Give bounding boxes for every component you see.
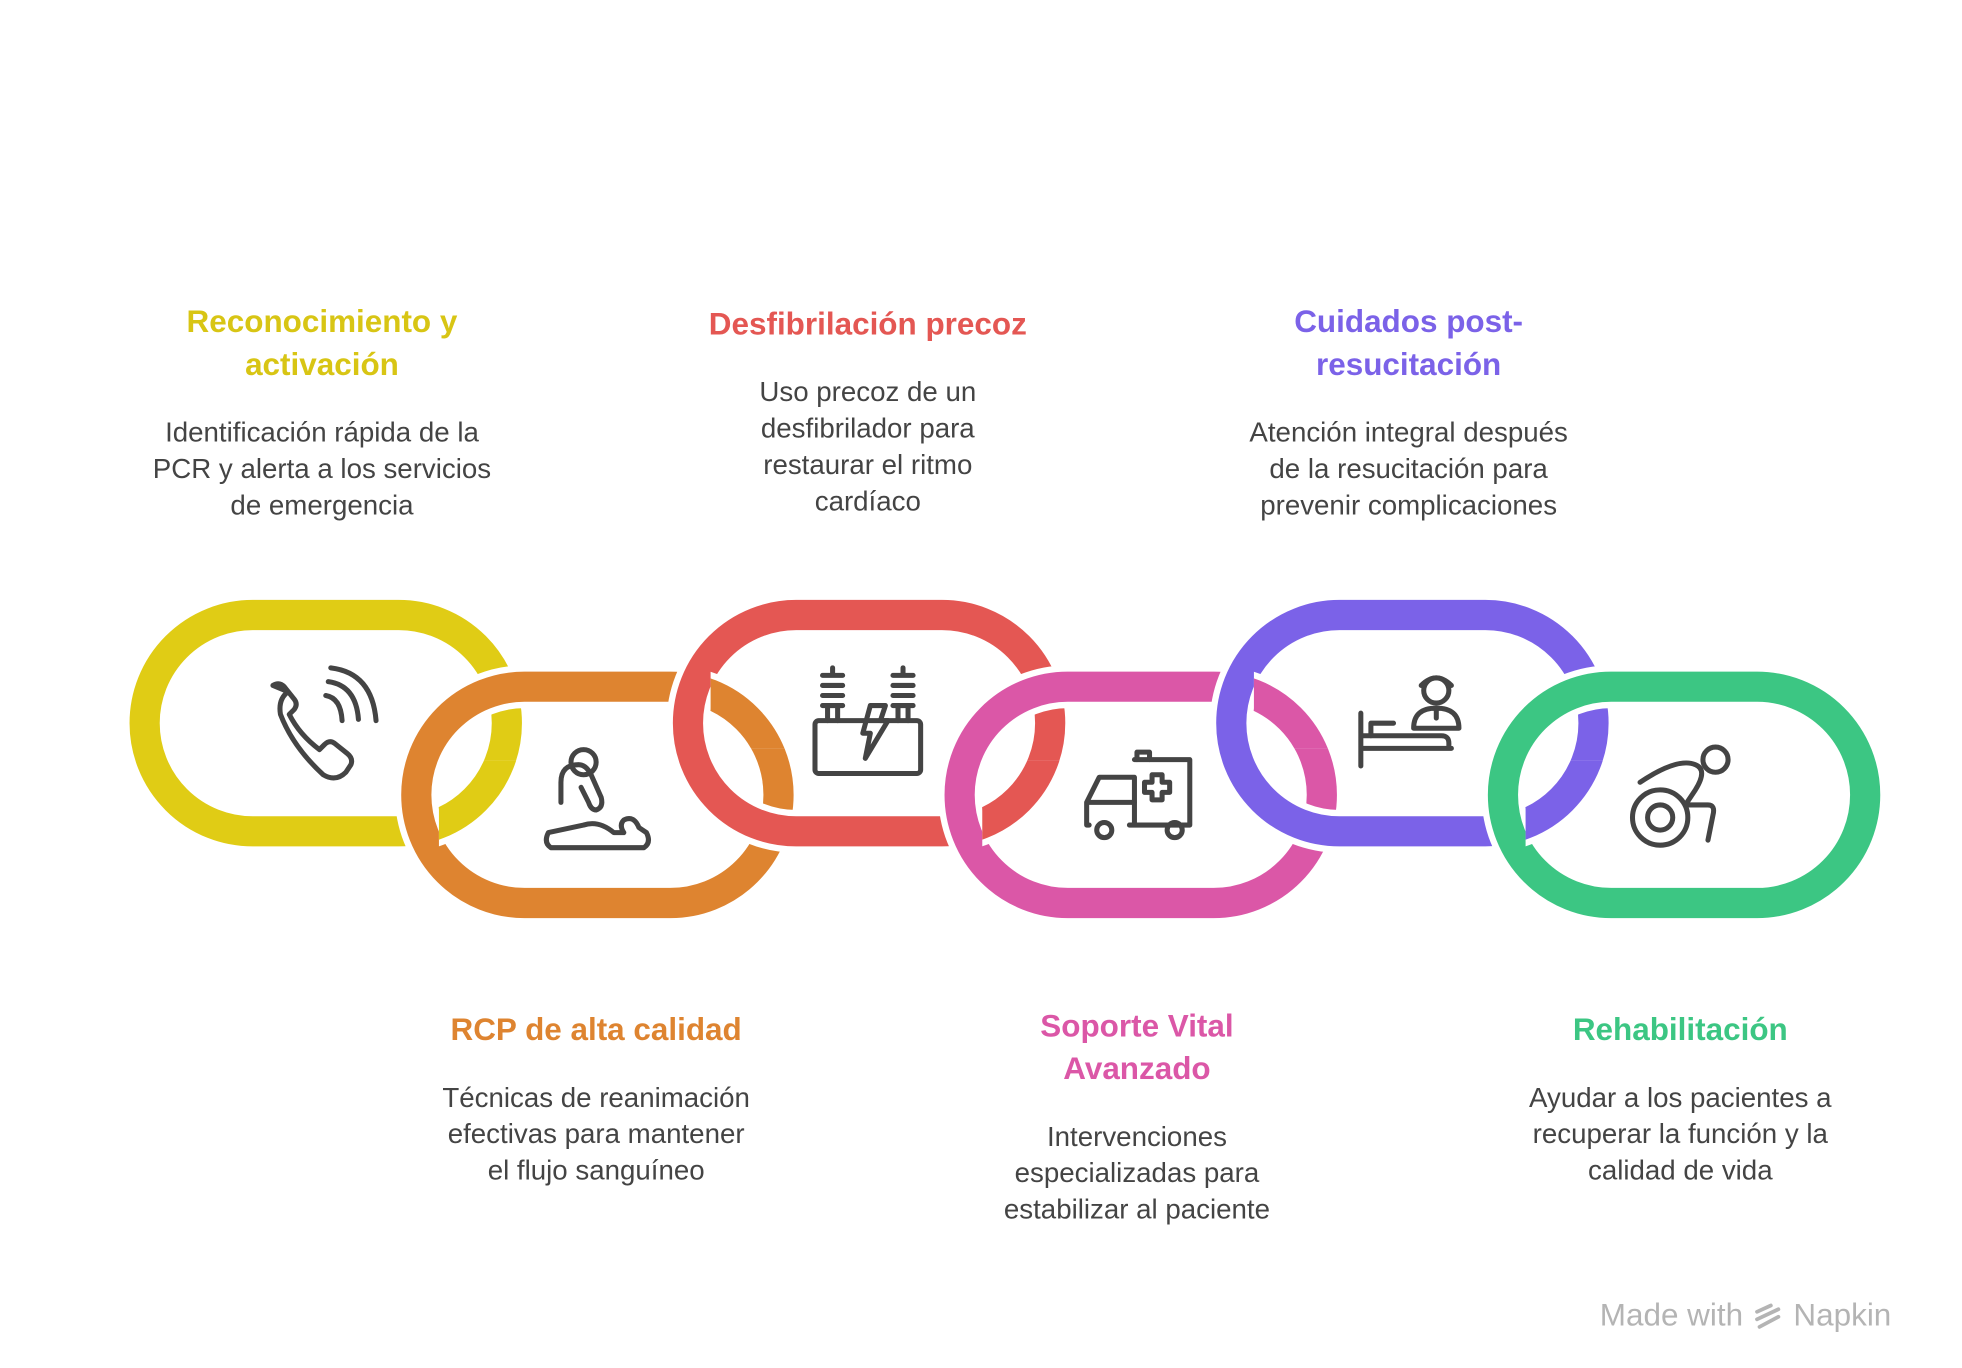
desc-line: Atención integral después bbox=[1249, 416, 1568, 448]
step-description: Atención integral después de la resucitac… bbox=[1195, 414, 1623, 523]
desc-line: calidad de vida bbox=[1587, 1154, 1773, 1187]
step-title: Rehabilitación bbox=[1466, 1009, 1894, 1052]
title-line: Soporte Vital bbox=[1040, 1008, 1234, 1044]
napkin-watermark[interactable]: Made with Napkin bbox=[1600, 1298, 1892, 1334]
desc-line: PCR y alerta a los servicios bbox=[152, 452, 492, 485]
ring-2 bbox=[394, 665, 800, 925]
desc-line: el flujo sanguíneo bbox=[487, 1154, 705, 1187]
desc-line: Identificación rápida de la bbox=[165, 416, 479, 448]
ambulance-icon bbox=[1084, 749, 1193, 841]
step-description: Identificación rápida de la PCR y alerta … bbox=[108, 414, 536, 523]
step-description: Técnicas de reanimación efectivas para ma… bbox=[382, 1079, 810, 1188]
nurse-bed-icon bbox=[1358, 675, 1462, 769]
wheelchair-icon bbox=[1629, 744, 1731, 848]
title-line: Cuidados post- bbox=[1294, 304, 1524, 340]
desc-line: Intervenciones bbox=[1046, 1120, 1227, 1153]
step-rehabilitation: Rehabilitación Ayudar a los pacientes a r… bbox=[1466, 1009, 1894, 1189]
desc-line: recuperar la función y la bbox=[1532, 1118, 1828, 1150]
step-title: RCP de alta calidad bbox=[382, 1009, 810, 1052]
napkin-logo-icon bbox=[1755, 1302, 1781, 1329]
title-line: RCP de alta calidad bbox=[450, 1012, 742, 1048]
step-post-resuscitation: Cuidados post-resucitación Atención inte… bbox=[1195, 301, 1623, 524]
title-line: resucitación bbox=[1316, 347, 1502, 383]
desc-line: restaurar el ritmo bbox=[763, 448, 973, 481]
watermark-brand: Napkin bbox=[1793, 1297, 1892, 1334]
step-title: Desfibrilación precoz bbox=[654, 303, 1082, 346]
ring-1 bbox=[123, 593, 529, 853]
ring-4 bbox=[938, 665, 1344, 925]
step-description: Intervenciones especializadas para estabil… bbox=[923, 1118, 1351, 1227]
title-line: Rehabilitación bbox=[1572, 1012, 1788, 1048]
title-line: Reconocimiento y bbox=[186, 304, 458, 340]
ring-6 bbox=[1481, 665, 1887, 925]
desc-line: de la resucitación para bbox=[1269, 452, 1548, 485]
step-title: Cuidados post-resucitación bbox=[1195, 301, 1623, 387]
phone-icon bbox=[270, 665, 379, 781]
step-description: Ayudar a los pacientes a recuperar la fun… bbox=[1466, 1079, 1894, 1188]
step-defibrillation: Desfibrilación precoz Uso precoz de un de… bbox=[654, 303, 1082, 519]
desc-line: de emergencia bbox=[230, 489, 414, 521]
title-line: Avanzado bbox=[1063, 1051, 1211, 1087]
desc-line: prevenir complicaciones bbox=[1260, 489, 1558, 521]
ring-3 bbox=[666, 593, 1072, 853]
desc-line: estabilizar al paciente bbox=[1003, 1193, 1271, 1225]
title-line: Desfibrilación precoz bbox=[708, 306, 1027, 343]
step-cpr: RCP de alta calidad Técnicas de reanimac… bbox=[382, 1009, 810, 1189]
ring-5 bbox=[1209, 593, 1615, 853]
desc-line: Técnicas de reanimación bbox=[442, 1081, 750, 1114]
step-description: Uso precoz de un desfibrilador para restau… bbox=[654, 374, 1082, 520]
watermark-text: Made with bbox=[1599, 1297, 1744, 1334]
desc-line: Ayudar a los pacientes a bbox=[1529, 1081, 1832, 1114]
cpr-icon bbox=[543, 747, 651, 851]
desc-line: efectivas para mantener bbox=[447, 1118, 745, 1150]
title-line: activación bbox=[245, 347, 399, 383]
step-title: Reconocimiento y activación bbox=[108, 301, 536, 387]
desc-line: especializadas para bbox=[1014, 1157, 1260, 1189]
desc-line: desfibrilador para bbox=[760, 412, 975, 444]
defibrillator-icon bbox=[812, 665, 924, 777]
desc-line: Uso precoz de un bbox=[759, 376, 977, 408]
desc-line: cardíaco bbox=[814, 485, 921, 517]
step-recognition: Reconocimiento y activación Identificació… bbox=[108, 301, 536, 524]
